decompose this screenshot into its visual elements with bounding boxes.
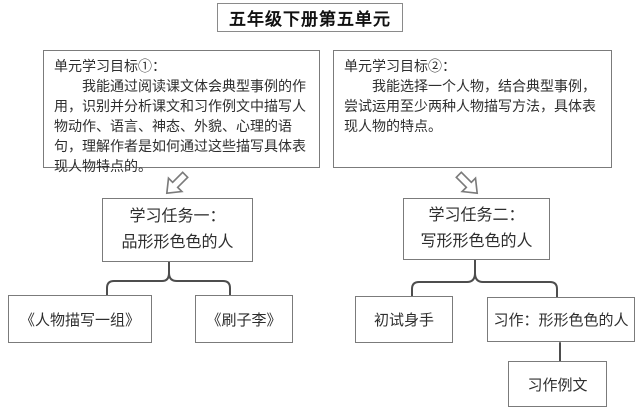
leaf-box-xizuo: 习作：形形色色的人 xyxy=(487,297,635,342)
leaf-box-xizuo-liwen: 习作例文 xyxy=(508,361,607,407)
down-right-arrow-icon xyxy=(455,171,479,195)
leaf-box-renwu-miaoxie: 《人物描写一组》 xyxy=(8,295,152,343)
goal-box-2: 单元学习目标②： 我能选择一个人物，结合典型事例，尝试运用至少两种人物描写方法，… xyxy=(333,50,612,168)
leaf-box-chushi-shenshou: 初试身手 xyxy=(355,296,453,343)
goal1-body: 我能通过阅读课文体会典型事例的作用，识别并分析课文和习作例文中描写人物动作、语言… xyxy=(54,80,306,175)
task-box-1: 学习任务一： 品形形色色的人 xyxy=(102,198,253,262)
task-box-2: 学习任务二： 写形形色色的人 xyxy=(403,198,550,260)
goal1-heading: 单元学习目标①： xyxy=(54,60,166,75)
connector-task2-branch xyxy=(411,259,558,298)
goal-box-1: 单元学习目标①： 我能通过阅读课文体会典型事例的作用，识别并分析课文和习作例文中… xyxy=(43,50,320,175)
task1-title: 学习任务一： xyxy=(129,208,226,225)
task2-title: 学习任务二： xyxy=(428,207,525,224)
task1-subtitle: 品形形色色的人 xyxy=(121,234,234,251)
leaf-box-shuazili: 《刷子李》 xyxy=(195,295,293,343)
task2-subtitle: 写形形色色的人 xyxy=(420,233,533,250)
diagram-title: 五年级下册第五单元 xyxy=(217,3,403,32)
connector-task1-branch xyxy=(106,261,231,297)
goal2-heading: 单元学习目标②： xyxy=(344,60,456,75)
goal2-body: 我能选择一个人物，结合典型事例，尝试运用至少两种人物描写方法，具体表现人物的特点… xyxy=(344,80,596,135)
